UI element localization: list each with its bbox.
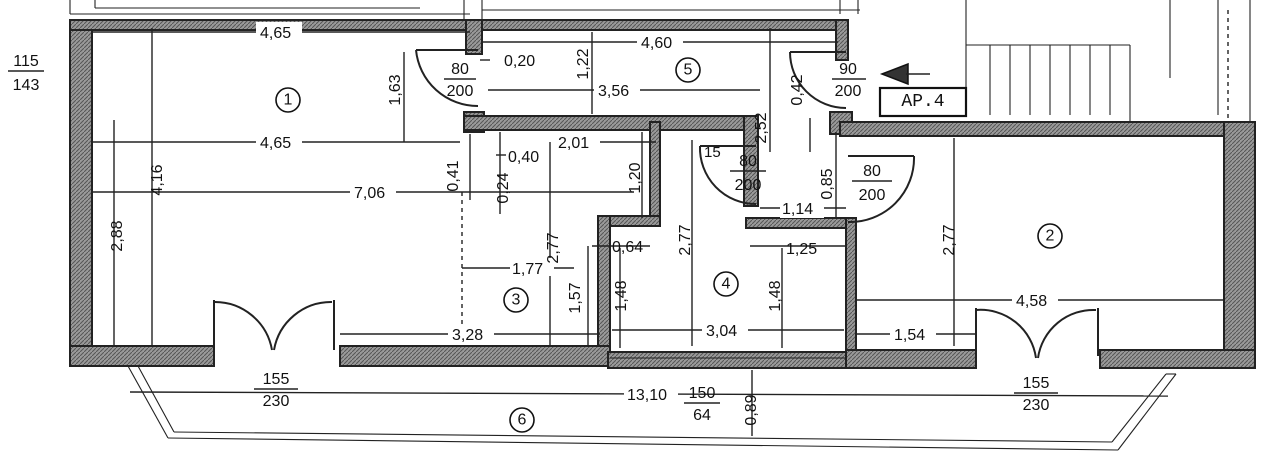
terrace-outline [127,365,1177,451]
dim-15: 15 [704,144,721,161]
dim-0-85: 0,85 [819,168,836,199]
entry-arrow-icon [879,62,909,86]
door-4-height: 200 [859,187,886,204]
dim-2-88: 2,88 [109,220,126,251]
dim-2-52: 2,52 [753,112,770,143]
dim-4-60: 4,60 [641,35,672,52]
door-2-width: 90 [839,61,857,78]
dim-1-22: 1,22 [575,48,592,79]
door-4-width: 80 [863,163,881,180]
dim-2-77-room4: 2,77 [677,224,694,255]
dim-1-63: 1,63 [387,74,404,105]
door-1-height: 200 [447,83,474,100]
door-2-height: 200 [835,83,862,100]
dim-1-20: 1,20 [627,162,644,193]
dim-2-77-room3: 2,77 [545,232,562,263]
dim-1-14: 1,14 [782,201,813,218]
dim-0-64: 0,64 [612,239,643,256]
dim-3-56: 3,56 [598,83,629,100]
top-edge-walls [69,0,1251,125]
apartment-label: AP.4 [901,92,944,112]
dim-4-58: 4,58 [1016,293,1047,310]
dimension-labels: 4,65 4,60 0,20 3,56 4,65 0,40 2,01 7,06 … [109,22,1058,426]
door-3-width: 80 [739,153,757,170]
room-number-4: 4 [722,276,731,293]
dim-1-48-left: 1,48 [613,280,630,311]
room-number-1: 1 [284,92,293,109]
dim-0-89: 0,89 [743,394,760,425]
dim-2-01: 2,01 [558,135,589,152]
door-6-height: 230 [1023,397,1050,414]
walls [69,19,1256,369]
dim-4-16: 4,16 [149,164,166,195]
dim-1-48-right: 1,48 [767,280,784,311]
apartment-tag: AP.4 [878,62,968,118]
room-numbers: 1 2 3 4 5 6 [275,57,1063,433]
dim-1-57: 1,57 [567,282,584,313]
dim-0-20: 0,20 [504,53,535,70]
dim-1-54: 1,54 [894,327,925,344]
door-5-height: 230 [263,393,290,410]
dim-3-28: 3,28 [452,327,483,344]
room-number-2: 2 [1046,228,1055,245]
dim-0-41: 0,41 [445,160,462,191]
dim-3-04: 3,04 [706,323,737,340]
window-height: 64 [693,407,711,424]
dim-0-24: 0,24 [495,172,512,203]
window-width: 150 [689,385,716,402]
dim-0-40: 0,40 [508,149,539,166]
door-6-width: 155 [1023,375,1050,392]
dim-13-10: 13,10 [627,387,667,404]
dim-7-06: 7,06 [354,185,385,202]
level-top: 115 [13,53,39,70]
doors [213,49,1099,359]
room-number-3: 3 [512,292,521,309]
door-sizes: 80 200 90 200 80 200 80 200 155 230 155 … [8,53,1058,424]
door-1-width: 80 [451,61,469,78]
room-number-5: 5 [684,62,693,79]
dim-1-25: 1,25 [786,241,817,258]
door-5-width: 155 [263,371,290,388]
room-number-6: 6 [518,412,527,429]
dim-1-77: 1,77 [512,261,543,278]
dim-4-65-mid: 4,65 [260,135,291,152]
dim-2-77-room2: 2,77 [941,224,958,255]
door-3-height: 200 [735,177,762,194]
level-bottom: 143 [13,77,40,94]
dim-4-65-top: 4,65 [260,25,291,42]
staircase [966,10,1229,125]
dim-0-42: 0,42 [789,74,806,105]
